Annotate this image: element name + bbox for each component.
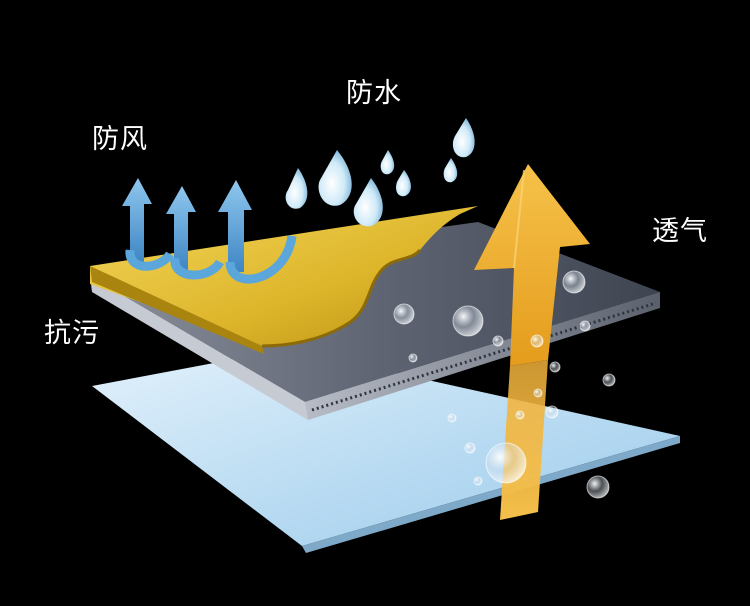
water-drop-icon <box>285 118 475 227</box>
wind-arrow-icon <box>122 178 297 284</box>
top-coating-layer <box>90 206 478 354</box>
label-antifouling: 抗污 <box>44 318 100 349</box>
label-windproof: 防风 <box>92 124 148 155</box>
base-fabric-layer <box>92 349 680 553</box>
label-waterproof: 防水 <box>346 78 402 109</box>
bubble-icon <box>393 270 616 499</box>
label-breathable: 透气 <box>652 216 708 247</box>
